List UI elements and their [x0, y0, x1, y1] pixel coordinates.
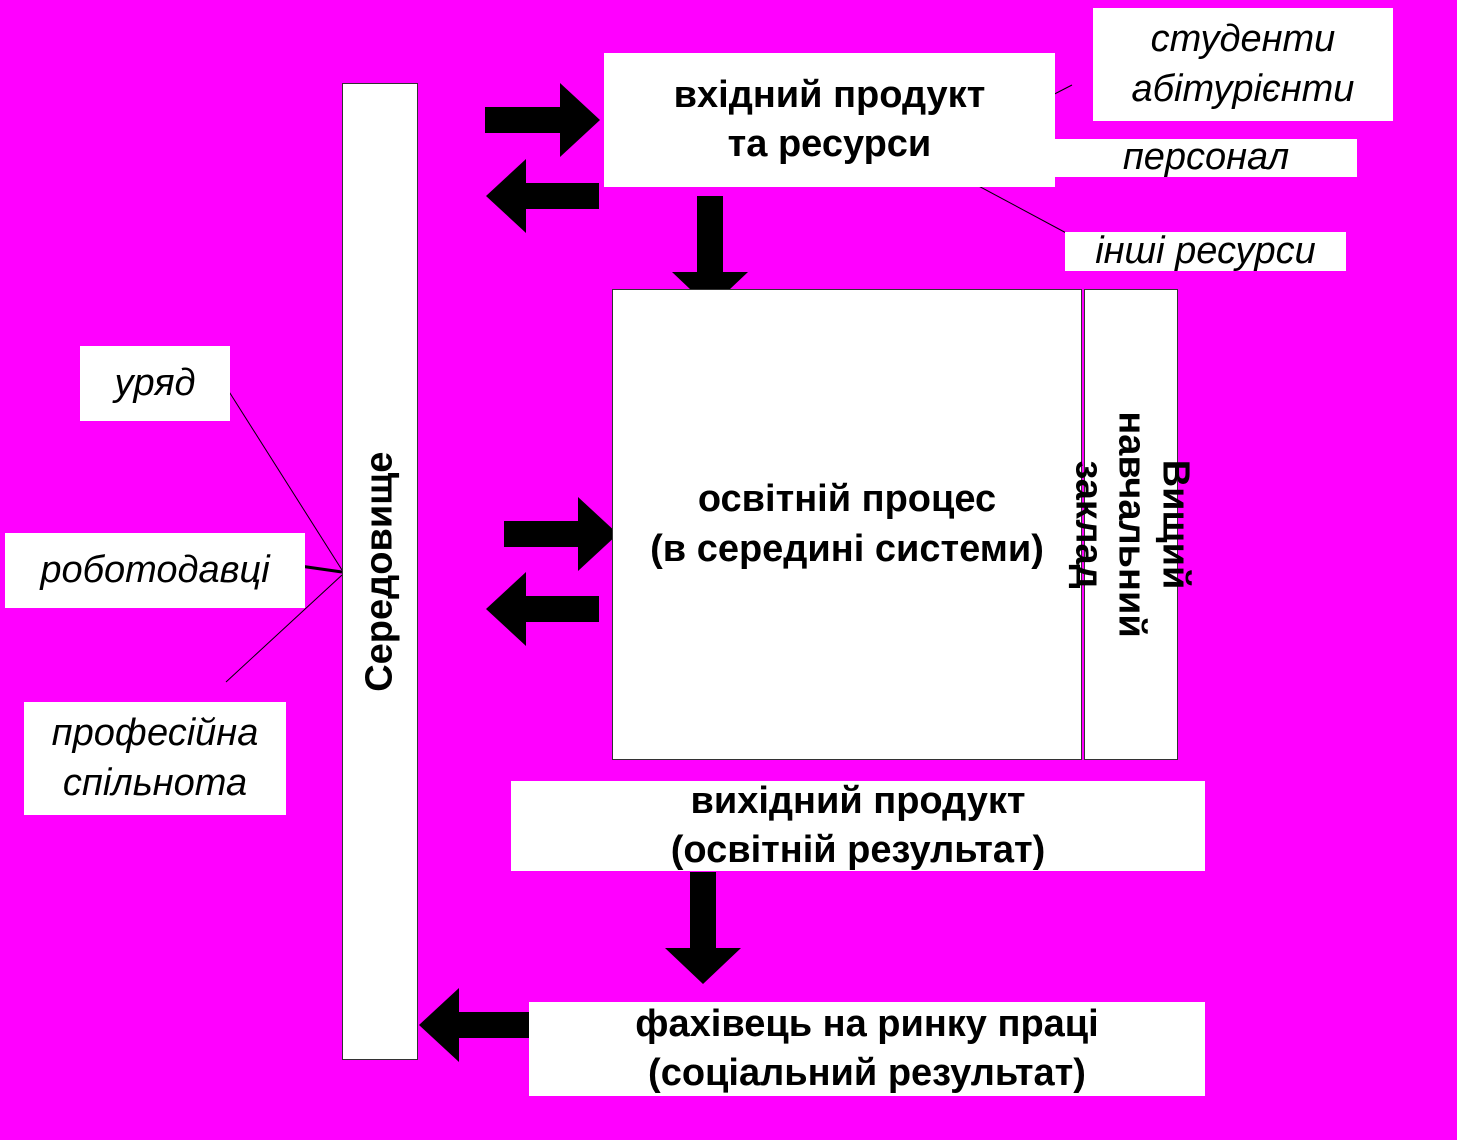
specialist-label: фахівець на ринку праці (соціальний резу…: [635, 1002, 1099, 1094]
institution-label: Вищий навчальний заклад: [1067, 411, 1197, 638]
staff-label: персонал: [1122, 136, 1290, 179]
output-box: вихідний продукт (освітній результат): [511, 780, 1205, 871]
other-resources-label: інші ресурси: [1095, 229, 1316, 272]
employers-label: роботодавці: [40, 548, 270, 591]
arrow-env-to-input: [485, 83, 600, 157]
institution-box: Вищий навчальний заклад: [1067, 289, 1197, 760]
connector-government: [227, 389, 343, 571]
government-box: уряд: [80, 346, 230, 421]
environment-box: Середовище: [342, 83, 418, 1060]
input-box: вхідний продукт та ресурси: [604, 53, 1055, 187]
staff-box: персонал: [1055, 136, 1357, 178]
environment-label: Середовище: [358, 451, 401, 692]
connector-employers: [299, 564, 343, 574]
arrow-specialist-to-env: [419, 988, 529, 1062]
process-label: освітній процес (в середині системи): [650, 478, 1044, 570]
arrow-process-to-env: [486, 572, 599, 646]
arrow-input-to-process: [672, 196, 748, 308]
employers-box: роботодавці: [5, 533, 305, 608]
process-box: освітній процес (в середині системи): [612, 289, 1082, 760]
arrow-input-to-env: [486, 159, 599, 233]
students-box: студенти абітурієнти: [1093, 8, 1393, 121]
specialist-box: фахівець на ринку праці (соціальний резу…: [529, 1002, 1205, 1096]
students-label: студенти абітурієнти: [1131, 18, 1355, 110]
community-box: професійна спільнота: [24, 702, 286, 815]
arrows: [419, 83, 748, 1062]
arrow-env-to-process: [504, 497, 618, 571]
other-resources-box: інші ресурси: [1065, 230, 1346, 272]
arrow-output-to-specialist: [665, 872, 741, 984]
input-label: вхідний продукт та ресурси: [673, 73, 986, 165]
community-label: професійна спільнота: [51, 712, 259, 804]
output-label: вихідний продукт (освітній результат): [670, 779, 1046, 871]
government-label: уряд: [114, 361, 196, 404]
connector-community: [225, 574, 343, 683]
